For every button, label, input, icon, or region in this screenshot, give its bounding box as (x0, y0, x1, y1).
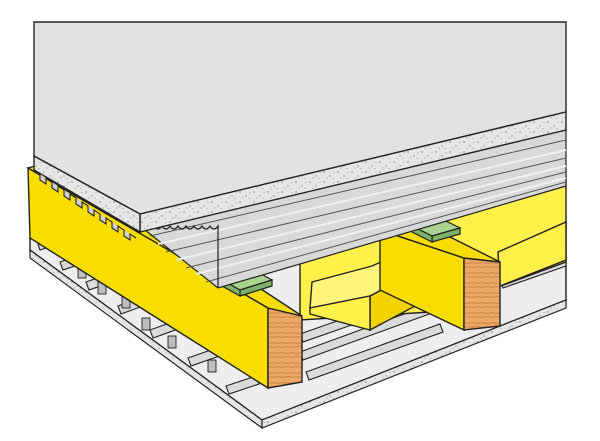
joist-end-grain (463, 257, 501, 331)
deck-rib (195, 177, 567, 275)
deck-rib (157, 149, 567, 245)
deck-rib (165, 157, 567, 253)
channel-tick (167, 335, 177, 349)
resilient-channel (305, 323, 444, 381)
joist-end-grain (267, 307, 303, 389)
channel-tick (207, 359, 217, 373)
insulation-batt-middle-front (309, 295, 371, 331)
notched-edge-profile (33, 169, 137, 242)
screed-layer-left (33, 154, 141, 234)
deck-rib (175, 165, 567, 261)
ceiling-board-front-edge (261, 299, 567, 429)
deck-rib (149, 139, 567, 237)
resilient-channel (225, 375, 260, 395)
profiled-deck (137, 129, 567, 289)
deck-rib (205, 181, 567, 283)
deck-rib (185, 171, 567, 269)
channel-tick (141, 317, 151, 331)
floor-top-layer (33, 21, 567, 242)
